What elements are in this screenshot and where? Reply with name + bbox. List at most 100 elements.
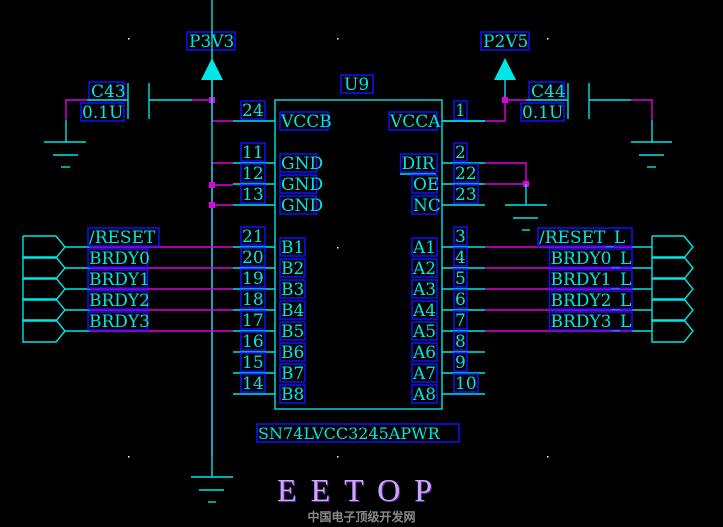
- pin-7[interactable]: 7A5 BRDY3_L: [411, 310, 652, 342]
- pin-name: B2: [281, 259, 304, 279]
- c44-value: 0.1U: [522, 103, 563, 123]
- partnum-box: [256, 423, 460, 443]
- pin-name: A2: [412, 259, 436, 279]
- ground-icon: [191, 476, 233, 503]
- port-icon[interactable]: [22, 235, 66, 259]
- c43-ref: C43: [91, 82, 126, 102]
- pin-number: 21: [242, 227, 264, 247]
- pin-number: 17: [242, 311, 264, 331]
- net-ports: [22, 235, 694, 343]
- pin-name: A5: [412, 322, 436, 342]
- power-arrow-icon: [494, 58, 516, 80]
- net-label: BRDY1: [89, 270, 150, 290]
- port-icon[interactable]: [651, 298, 694, 322]
- pin-name: GND: [281, 175, 323, 195]
- pin-number: 5: [455, 269, 466, 289]
- port-icon[interactable]: [22, 256, 66, 280]
- ground-icon: [505, 204, 547, 231]
- pin-name: A1: [412, 238, 436, 258]
- eetop-subtitle: 中国电子顶级开发网: [307, 510, 416, 524]
- refdes-box: [340, 74, 374, 94]
- ic-body[interactable]: [274, 99, 443, 410]
- pin-number: 13: [242, 185, 264, 205]
- gnd-bus-left: [191, 0, 233, 503]
- left-pins: 24VCCB11GND12GND13GND21B1/RESET20B2BRDY0…: [65, 100, 332, 405]
- pin-3[interactable]: 3A1/RESET_L: [411, 226, 652, 258]
- pin-name: A4: [412, 301, 436, 321]
- pin-number: 20: [242, 248, 264, 268]
- net-label: BRDY2_L: [551, 291, 632, 311]
- pin-number: 7: [455, 311, 466, 331]
- pin-number: 16: [242, 332, 264, 352]
- pin-6[interactable]: 6A4 BRDY2_L: [411, 289, 652, 321]
- port-icon[interactable]: [22, 319, 66, 343]
- pin-name: A7: [412, 364, 436, 384]
- port-icon[interactable]: [651, 235, 694, 259]
- net-label: /RESET: [89, 228, 156, 248]
- pin-name: GND: [281, 154, 323, 174]
- pin-number: 18: [242, 290, 264, 310]
- pin-8[interactable]: 8A6: [411, 331, 485, 363]
- pin-4[interactable]: 4A2 BRDY0_L: [411, 247, 652, 279]
- net-label: BRDY1_L: [551, 270, 632, 290]
- net-label: BRDY2: [89, 291, 150, 311]
- pin-name: OE: [413, 175, 439, 195]
- pin-name: B7: [281, 364, 304, 384]
- pin-number: 14: [242, 374, 264, 394]
- pin-number: 8: [455, 332, 466, 352]
- capacitor-c44[interactable]: C44 0.1U: [520, 81, 672, 168]
- pin-number: 15: [242, 353, 264, 373]
- port-icon[interactable]: [22, 298, 66, 322]
- net-label: BRDY3_L: [551, 312, 632, 332]
- pin-name: NC: [413, 196, 441, 216]
- pin-number: 6: [455, 290, 466, 310]
- port-icon[interactable]: [651, 319, 694, 343]
- pin-number: 3: [455, 227, 466, 247]
- pin-number: 19: [242, 269, 264, 289]
- dir-oe-gnd: [485, 162, 547, 231]
- pin-9[interactable]: 9A7: [411, 352, 485, 384]
- pin-number: 2: [455, 143, 466, 163]
- port-icon[interactable]: [651, 256, 694, 280]
- net-label: BRDY0_L: [551, 249, 632, 269]
- net-label: /RESET_L: [539, 228, 625, 248]
- pin-number: 22: [455, 164, 477, 184]
- pin-name: A8: [412, 385, 436, 405]
- pin-name: A6: [412, 343, 436, 363]
- net-label: BRDY0: [89, 249, 150, 269]
- pin-number: 9: [455, 353, 466, 373]
- pin-name: B3: [281, 280, 304, 300]
- port-icon[interactable]: [22, 277, 66, 301]
- pin-number: 4: [455, 248, 466, 268]
- c43-value: 0.1U: [82, 103, 123, 123]
- port-icon[interactable]: [651, 277, 694, 301]
- pin-name: B6: [281, 343, 304, 363]
- capacitor-c43[interactable]: C43 0.1U: [44, 81, 192, 168]
- pin-name: VCCB: [280, 112, 332, 132]
- pin-name: B8: [281, 385, 304, 405]
- power-p2v5[interactable]: P2V5: [442, 31, 530, 122]
- pin-number: 12: [242, 164, 264, 184]
- power-p2v5-label: P2V5: [483, 32, 528, 52]
- net-label: BRDY3: [89, 312, 150, 332]
